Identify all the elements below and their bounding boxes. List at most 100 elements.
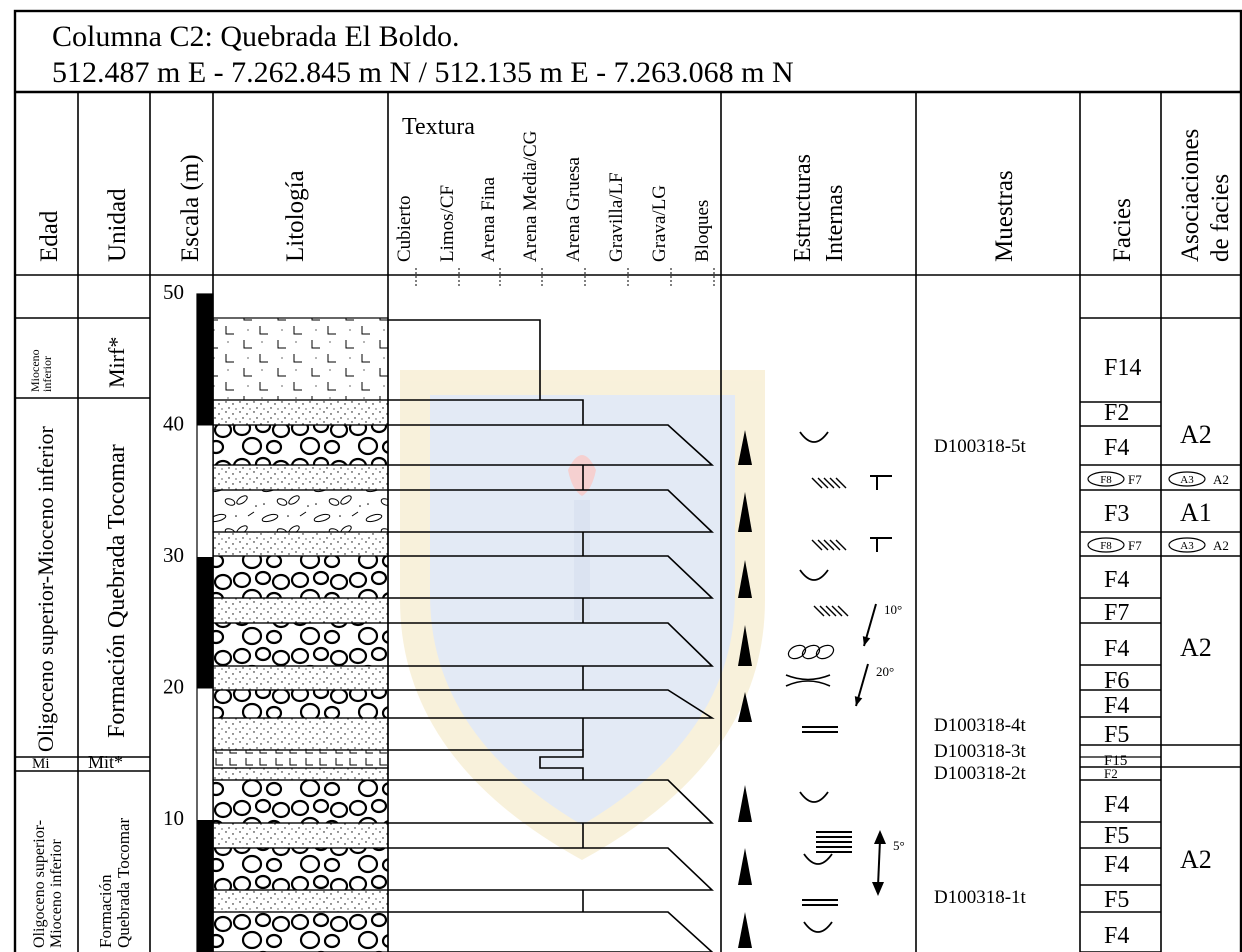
grading-triangle: [738, 912, 752, 948]
header-textura: Textura: [402, 114, 475, 140]
conglomerate-bed: [213, 556, 388, 598]
asociacion-label: A2: [1180, 420, 1212, 449]
sandstone-bed: [213, 598, 388, 623]
facies-label: F4: [1104, 567, 1129, 593]
textura-class-3: Arena Media/CG: [520, 130, 542, 286]
planar-cross-bedding: [824, 540, 834, 550]
paleocurrent-arrow: [878, 840, 880, 886]
trough-cross-bedding: [800, 792, 828, 802]
planar-cross-bedding: [830, 540, 840, 550]
planar-cross-bedding: [820, 606, 830, 616]
paleocurrent-arrow-head: [863, 636, 870, 646]
unidad-mit: Mit*: [88, 752, 123, 772]
sandstone-bed: [213, 823, 388, 848]
facies-oval-label: F8: [1100, 474, 1112, 486]
facies-label: F6: [1104, 668, 1129, 694]
facies-label: F4: [1104, 636, 1129, 662]
header-edad: Edad: [36, 210, 63, 262]
facies-label: F2: [1104, 400, 1129, 426]
scale-bar-black-segment: [197, 557, 213, 689]
facies-label: F2: [1104, 766, 1118, 781]
scale-tick-label: 20: [163, 675, 184, 699]
asociacion-label-small: A2: [1213, 538, 1229, 553]
facies-label: F3: [1104, 501, 1129, 527]
header-muestras: Muestras: [991, 170, 1018, 262]
trough-cross-bedding: [800, 432, 828, 442]
trough-cross-bedding: [804, 854, 832, 864]
header-asociaciones-2: de facies: [1207, 174, 1234, 262]
header-facies: Facies: [1109, 198, 1136, 262]
conglomerate-bed: [213, 912, 388, 952]
texture-wedge: [388, 848, 712, 890]
arrow-head: [872, 882, 884, 896]
facies-label: F4: [1104, 435, 1129, 461]
edad-mi: Mi: [32, 756, 50, 772]
scour-symbol: [870, 475, 892, 490]
trough-cross-bedding: [800, 570, 828, 580]
paleocurrent-arrow-head: [855, 696, 862, 706]
facies-label: F14: [1104, 355, 1141, 381]
tuff-bed: [213, 318, 388, 400]
header-estructuras-1: Estructuras: [790, 154, 816, 262]
textura-class-4: Arena Gruesa: [563, 156, 585, 286]
facies-label: F4: [1104, 792, 1129, 818]
sandstone-bed: [213, 768, 388, 780]
arrow-head: [874, 830, 886, 844]
conglomerate-bed: [213, 690, 388, 718]
facies-label-small: F7: [1128, 538, 1142, 553]
unidad-formacion-low-2: Quebrada Tocomar: [114, 817, 133, 948]
textura-class-label: Gravilla/LF: [606, 172, 627, 262]
planar-cross-bedding: [818, 478, 828, 488]
grading-triangle: [738, 848, 752, 885]
planar-cross-bedding: [812, 478, 822, 488]
textura-class-1: Limos/CF: [437, 185, 459, 286]
scale-tick-label: 30: [163, 543, 184, 567]
muestra-label: D100318-4t: [934, 715, 1027, 736]
edad-oligoceno-low-1: Oligoceno superior-: [31, 820, 48, 948]
textura-class-label: Grava/LG: [649, 185, 670, 262]
muestra-label: D100318-3t: [934, 741, 1027, 762]
planar-cross-bedding: [812, 540, 822, 550]
edad-oligoceno-low-2: Mioceno inferior: [48, 838, 65, 948]
planar-cross-bedding: [838, 606, 848, 616]
scale-tick-label: 50: [163, 280, 184, 304]
facies-pair: F8 F7: [1088, 472, 1142, 487]
litologia-column: [213, 318, 388, 952]
textura-class-label: Arena Gruesa: [563, 156, 584, 262]
facies-label: F4: [1104, 693, 1129, 719]
angle-label: 5°: [893, 838, 905, 853]
planar-cross-bedding: [836, 478, 846, 488]
facies-label: F7: [1104, 600, 1129, 626]
header-asociaciones-1: Asociaciones: [1177, 129, 1204, 262]
planar-cross-bedding: [814, 606, 824, 616]
scour-symbol: [870, 537, 892, 552]
sandstone-bed: [213, 666, 388, 690]
figure-coordinates: 512.487 m E - 7.262.845 m N / 512.135 m …: [52, 56, 794, 89]
planar-cross-bedding: [836, 540, 846, 550]
asociacion-label: A2: [1180, 633, 1212, 662]
textura-class-label: Arena Fina: [478, 176, 499, 262]
unidad-formacion-main: Formación Quebrada Tocomar: [104, 444, 130, 738]
texture-wedge: [388, 912, 712, 952]
header-escala: Escala (m): [177, 154, 204, 262]
asociacion-oval-label: A3: [1180, 540, 1194, 552]
conglomerate-bed: [213, 780, 388, 823]
sandstone-bed: [213, 890, 388, 912]
textura-class-7: Bloques: [692, 200, 714, 286]
textura-class-6: Grava/LG: [649, 185, 671, 286]
facies-label-small: F7: [1128, 472, 1142, 487]
sandstone-bed: [213, 400, 388, 425]
facies-label: F5: [1104, 722, 1129, 748]
header: Columna C2: Quebrada El Boldo.512.487 m …: [52, 20, 794, 89]
asociacion-label: A1: [1180, 498, 1212, 527]
scale-bar-black-segment: [197, 294, 213, 426]
wavy-lamination: [786, 675, 830, 680]
facies-label: F5: [1104, 887, 1129, 913]
facies-label: F4: [1104, 852, 1129, 878]
unidad-column: Mirf*Formación Quebrada TocomarMit*Forma…: [88, 337, 133, 948]
facies-label: F4: [1104, 923, 1129, 949]
